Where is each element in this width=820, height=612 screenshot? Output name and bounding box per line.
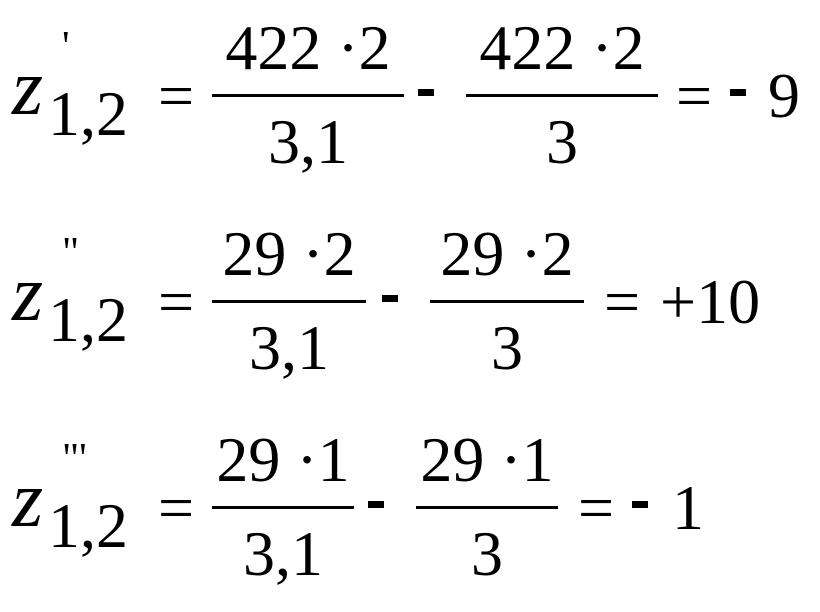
equals-sign: = (158, 266, 195, 337)
double-prime-mark: " (62, 230, 80, 276)
fraction-2-denominator: 3 (491, 312, 523, 383)
prime-mark: ' (62, 24, 70, 70)
fraction-1-bar (212, 300, 366, 303)
minus-operator: - (418, 89, 434, 96)
subscript: 1,2 (48, 78, 128, 149)
result-value: 9 (768, 60, 800, 131)
fraction-2-denominator: 3 (471, 518, 503, 589)
fraction-1-numerator: 422 ·2 (225, 12, 391, 83)
fraction-1-denominator: 3,1 (243, 518, 323, 589)
fraction-2-numerator: 422 ·2 (479, 12, 645, 83)
fraction-2-denominator: 3 (546, 106, 578, 177)
fraction-1-denominator: 3,1 (268, 106, 348, 177)
fraction-2-numerator: 29 ·2 (440, 218, 574, 289)
result-equals-sign: = (604, 266, 641, 337)
fraction-2-bar (466, 94, 658, 97)
fraction-1-numerator: 29 ·2 (222, 218, 356, 289)
fraction-1-numerator: 29 ·1 (216, 424, 350, 495)
result-equals-sign: = (578, 472, 615, 543)
variable-z: z (12, 250, 44, 338)
variable-z: z (12, 456, 44, 544)
result-minus-sign: - (632, 501, 648, 508)
fraction-1-denominator: 3,1 (249, 312, 329, 383)
equals-sign: = (158, 60, 195, 131)
fraction-1-bar (212, 94, 404, 97)
result-equals-sign: = (676, 60, 713, 131)
subscript: 1,2 (48, 284, 128, 355)
equals-sign: = (158, 472, 195, 543)
fraction-2-bar (430, 300, 584, 303)
fraction-2-numerator: 29 ·1 (420, 424, 554, 495)
result-minus-sign: - (730, 89, 746, 96)
equation-1: z ' 1,2 = 422 ·2 3,1 - 422 ·2 3 = - 9 (0, 0, 820, 200)
result-value: 1 (672, 472, 704, 543)
variable-z: z (12, 44, 44, 132)
subscript: 1,2 (48, 490, 128, 561)
minus-operator: - (382, 295, 398, 302)
triple-prime-mark: "' (62, 436, 87, 482)
result-value: +10 (660, 266, 761, 337)
equation-3: z "' 1,2 = 29 ·1 3,1 - 29 ·1 3 = - 1 (0, 412, 820, 612)
minus-operator: - (368, 501, 384, 508)
equation-2: z " 1,2 = 29 ·2 3,1 - 29 ·2 3 = +10 (0, 206, 820, 406)
fraction-2-bar (416, 506, 558, 509)
fraction-1-bar (212, 506, 354, 509)
